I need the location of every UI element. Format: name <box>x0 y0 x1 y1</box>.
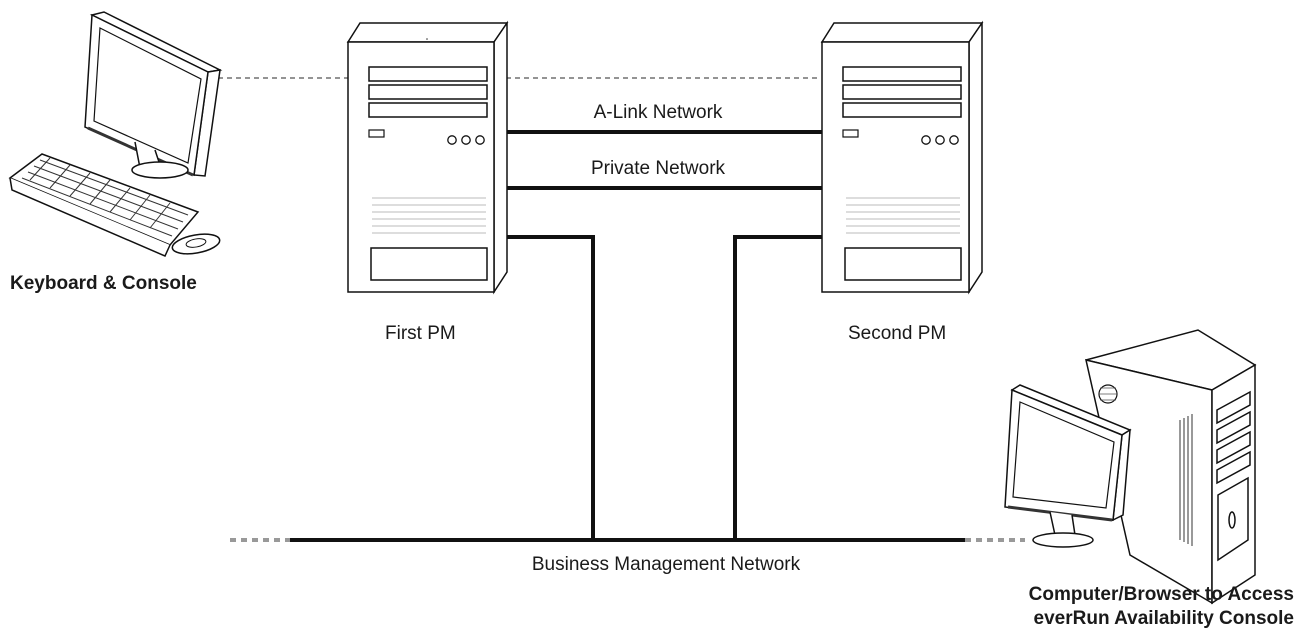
second-pm-server-icon <box>820 20 984 295</box>
remote-computer-icon <box>1004 329 1257 605</box>
first-pm-label: First PM <box>385 323 456 344</box>
remote-computer-label-line1: Computer/Browser to Access <box>1028 584 1294 605</box>
remote-computer-label-line2: everRun Availability Console <box>1033 608 1294 629</box>
second-pm-business-link <box>733 235 822 540</box>
second-pm-label: Second PM <box>848 323 947 344</box>
first-pm-server-icon <box>346 20 509 295</box>
console-monitor-keyboard-icon <box>8 11 223 257</box>
alink-network-label: A-Link Network <box>593 102 723 123</box>
first-pm-business-link <box>494 235 595 540</box>
business-network-label: Business Management Network <box>531 554 801 575</box>
keyboard-console-label: Keyboard & Console <box>10 273 197 294</box>
private-network-label: Private Network <box>590 158 726 179</box>
marker-dot <box>426 38 428 40</box>
remote-computer-label: Computer/Browser to Access everRun Avail… <box>1029 583 1294 631</box>
